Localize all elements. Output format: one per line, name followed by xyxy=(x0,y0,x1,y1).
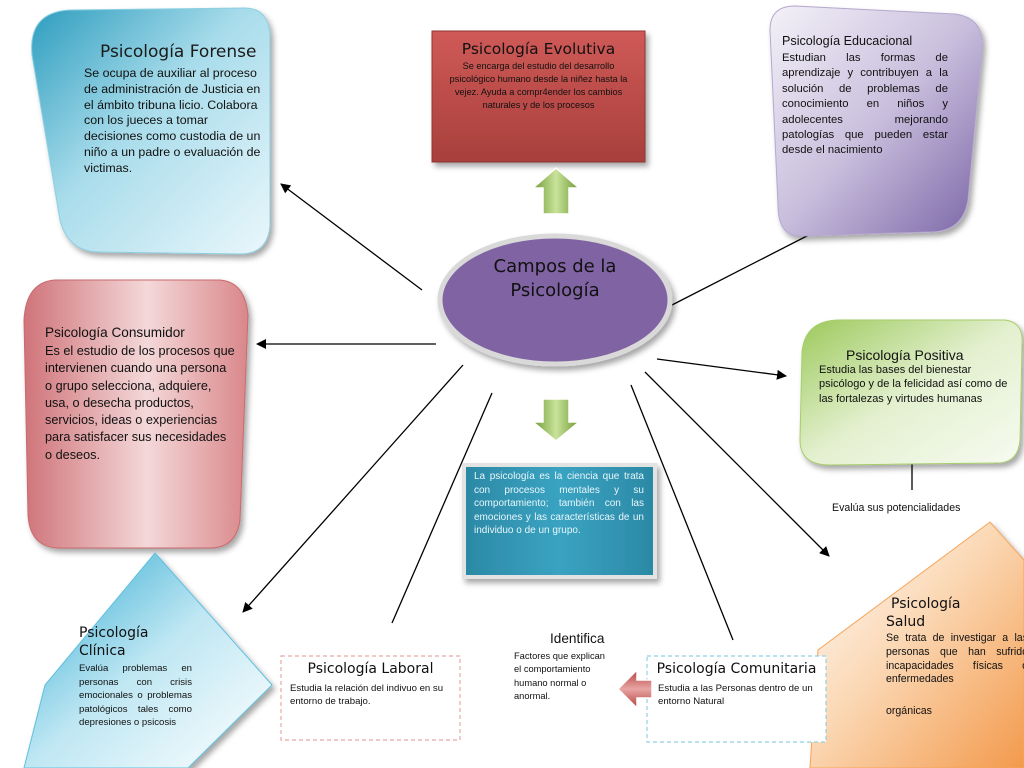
educacional-text: Estudian las formas de aprendizaje y con… xyxy=(782,52,948,157)
laboral-title: Psicología Laboral xyxy=(307,661,434,677)
green-arrow-down-icon xyxy=(530,398,582,442)
identifica-label: Identifica xyxy=(550,631,605,646)
forense-box xyxy=(31,7,271,255)
positiva-note: Evalúa sus potencialidades xyxy=(832,502,961,514)
positiva-text: Estudia las bases del bienestar psicólog… xyxy=(819,364,1008,405)
red-arrow-left-icon xyxy=(616,668,653,710)
central-title-line1: Campos de la xyxy=(493,256,617,277)
laboral-box xyxy=(280,655,461,741)
clinica-diamond xyxy=(23,552,273,768)
laboral-text: Estudia la relación del indivuo en su en… xyxy=(290,683,444,707)
identifica-text: Factores que explican el comportamiento … xyxy=(514,651,605,702)
salud-title-line2: Salud xyxy=(886,614,926,630)
connector-positiva xyxy=(656,358,787,380)
positiva-box xyxy=(799,319,1023,466)
comunitaria-box xyxy=(646,655,827,743)
central-ellipse xyxy=(437,233,673,367)
central-title-line2: Psicología xyxy=(510,280,600,301)
salud-title-line1: Psicología xyxy=(891,596,961,612)
salud-diamond xyxy=(809,521,1024,768)
educacional-title: Psicología Educacional xyxy=(782,34,913,48)
evolutiva-title: Psicología Evolutiva xyxy=(461,40,616,58)
educacional-box xyxy=(769,5,983,237)
forense-title: Psicología Forense xyxy=(100,42,257,62)
clinica-text: Evalúa problemas en personas con crisis … xyxy=(79,663,192,728)
connector-laboral xyxy=(391,392,493,624)
consumidor-box xyxy=(23,279,249,549)
connector-lines xyxy=(242,183,913,641)
clinica-title-line1: Psicología xyxy=(79,625,149,641)
salud-text: Se trata de investigar a las personas qu… xyxy=(886,632,1024,686)
definition-text: La psicología es la ciencia que trata co… xyxy=(474,471,644,537)
salud-text-end: orgánicas xyxy=(886,705,932,717)
comunitaria-text: Estudia a las Personas dentro de un ento… xyxy=(658,683,813,707)
forense-text: Se ocupa de auxiliar al proceso de admin… xyxy=(84,66,261,175)
definition-box xyxy=(462,463,657,579)
green-arrow-up-icon xyxy=(530,167,582,215)
connector-forense xyxy=(280,183,423,291)
comunitaria-title: Psicología Comunitaria xyxy=(656,661,817,677)
evolutiva-box xyxy=(431,30,646,163)
evolutiva-text: Se encarga del estudio del desarrollo ps… xyxy=(449,61,628,110)
positiva-title: Psicología Positiva xyxy=(846,347,964,363)
connector-clinica xyxy=(242,364,464,613)
clinica-title-line2: Clínica xyxy=(79,643,126,659)
consumidor-title: Psicología Consumidor xyxy=(45,325,185,340)
connector-comunitaria xyxy=(630,384,734,641)
connector-salud xyxy=(644,371,830,557)
consumidor-text: Es el estudio de los procesos que interv… xyxy=(45,344,235,462)
